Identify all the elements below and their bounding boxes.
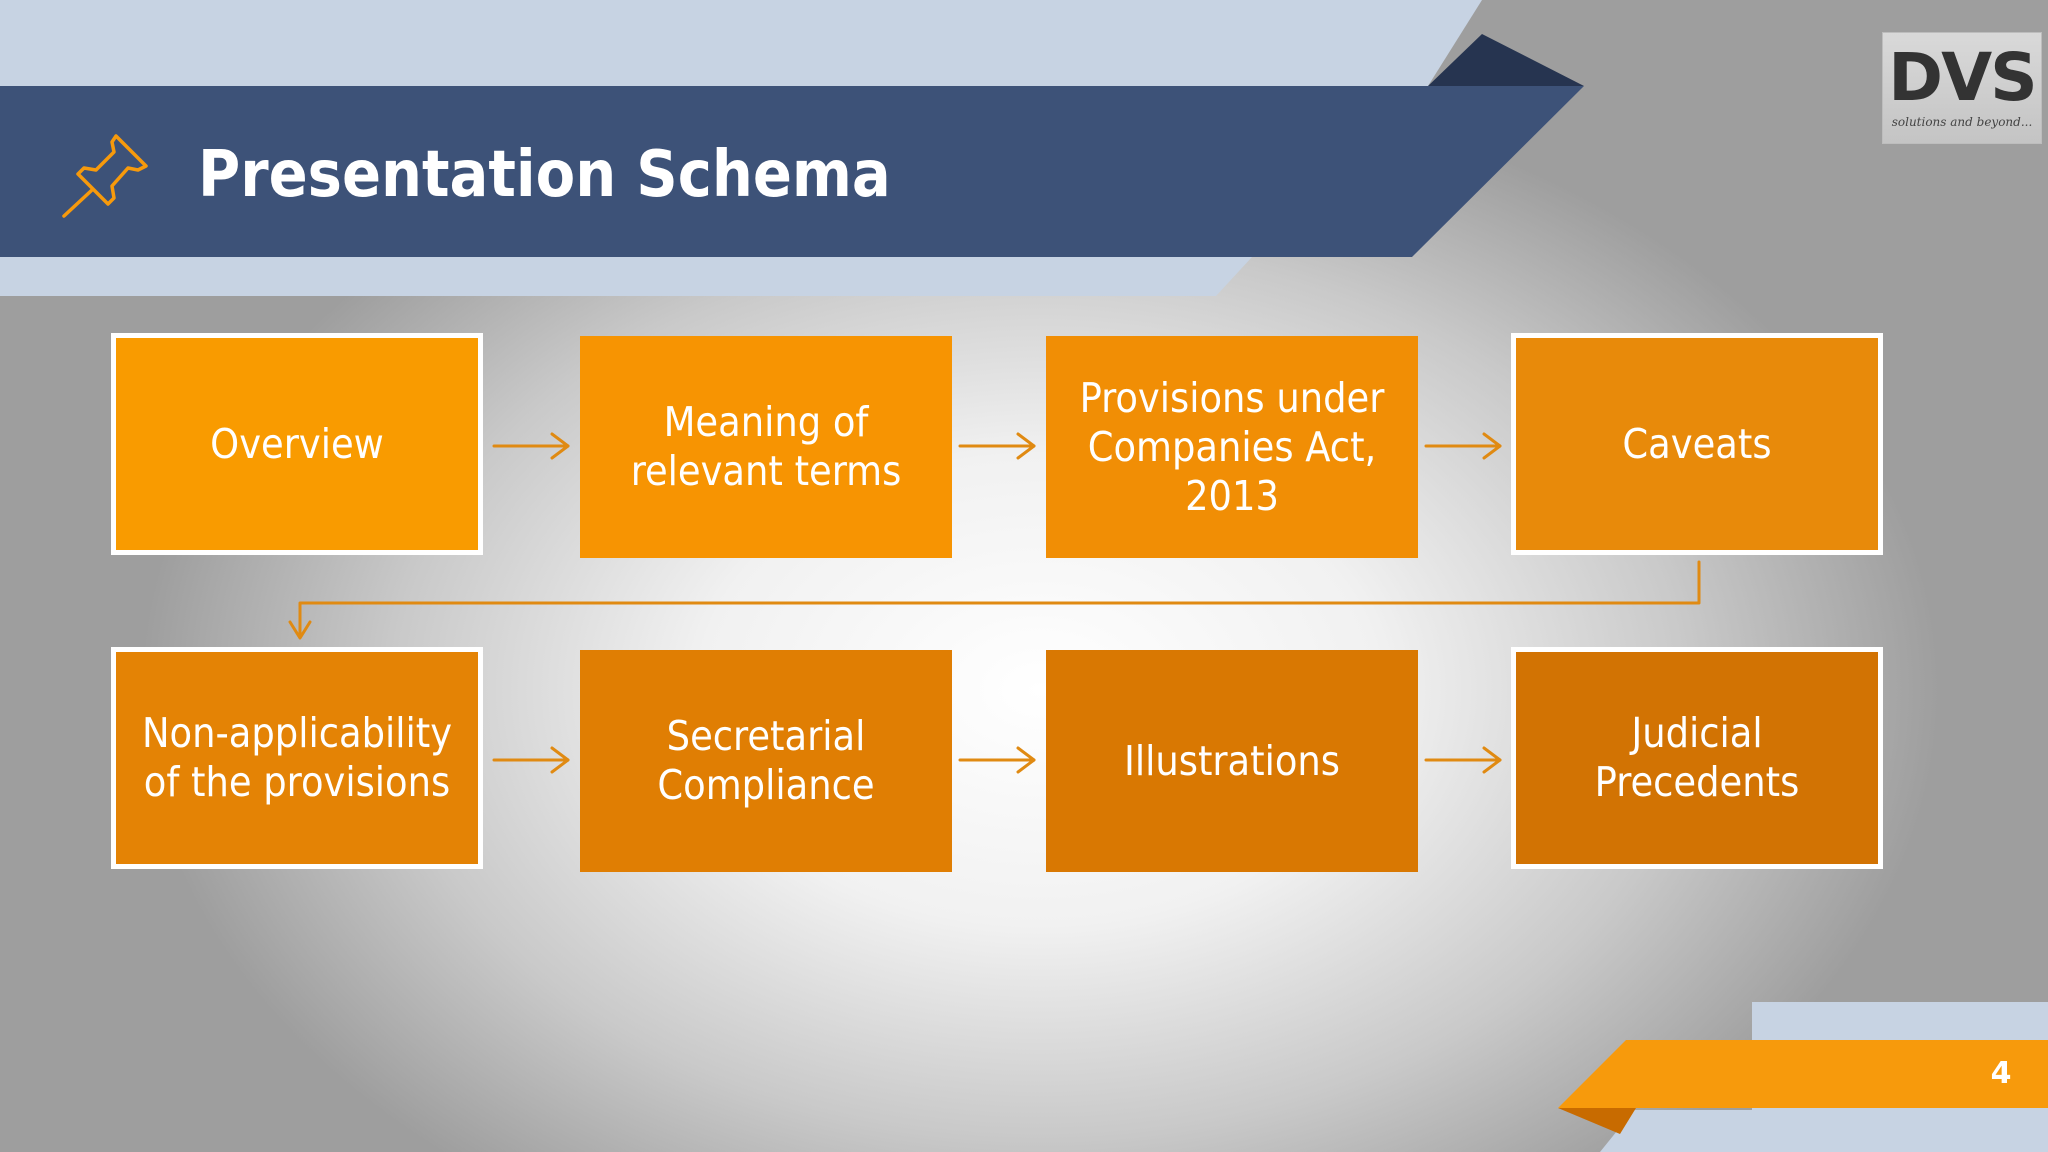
slide-title: Presentation Schema	[198, 138, 891, 212]
step-provisions: Provisions under Companies Act, 2013	[1046, 336, 1418, 558]
row-wrap-connector	[288, 560, 1701, 640]
banner-shadow-fold	[1428, 34, 1584, 86]
page-number: 4	[1990, 1056, 2012, 1091]
step-meaning-of-terms: Meaning of relevant terms	[580, 336, 952, 558]
arrow-right-icon	[958, 746, 1036, 774]
page-number-banner	[1558, 1040, 2048, 1108]
step-illustrations: Illustrations	[1046, 650, 1418, 872]
arrow-right-icon	[1424, 746, 1502, 774]
arrow-right-icon	[492, 746, 570, 774]
arrow-right-icon	[1424, 432, 1502, 460]
step-non-applicability: Non-applicability of the provisions	[111, 647, 483, 869]
logo-text: DVS	[1888, 39, 2037, 116]
pushpin-icon	[62, 134, 148, 218]
arrow-right-icon	[958, 432, 1036, 460]
top-light-banner	[0, 0, 1482, 86]
step-overview: Overview	[111, 333, 483, 555]
step-secretarial-compliance: Secretarial Compliance	[580, 650, 952, 872]
title-banner	[0, 86, 1584, 257]
under-light-banner	[0, 257, 1252, 296]
company-logo: DVS solutions and beyond...	[1882, 32, 2042, 144]
step-judicial-precedents: Judicial Precedents	[1511, 647, 1883, 869]
orange-fold	[1558, 1108, 1636, 1134]
step-caveats: Caveats	[1511, 333, 1883, 555]
logo-tagline: solutions and beyond...	[1891, 115, 2033, 129]
arrow-right-icon	[492, 432, 570, 460]
arrow-down-icon	[288, 620, 312, 640]
